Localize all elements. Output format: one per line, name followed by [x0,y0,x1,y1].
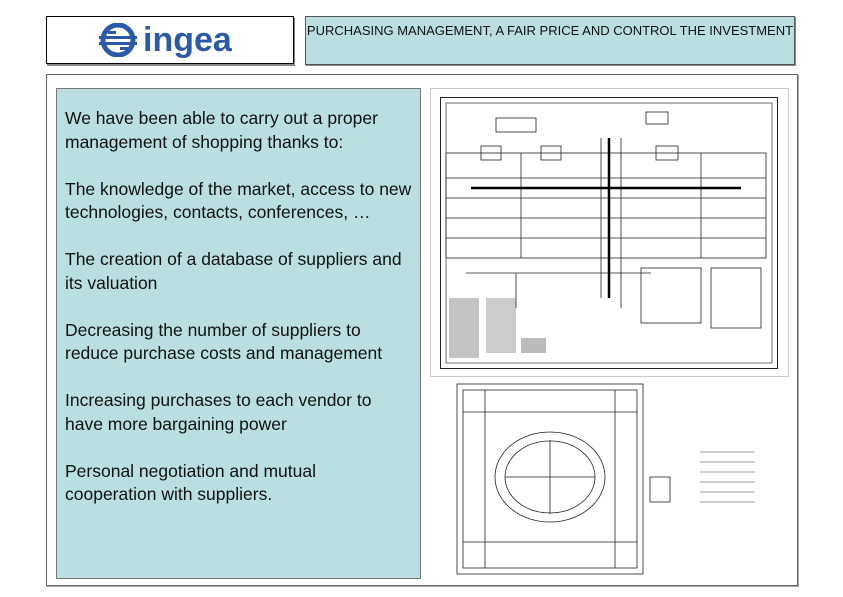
paragraph-bargaining-power: Increasing purchases to each vendor to h… [65,390,372,434]
logo-box: ingea [46,16,294,64]
content-frame [46,74,798,586]
paragraph-market-knowledge: The knowledge of the market, access to n… [65,178,412,223]
logo-text: ingea [143,21,232,59]
hvac-schematic-drawing [440,97,778,369]
paragraph-intro: We have been able to carry out a proper … [65,108,378,152]
paragraph-supplier-database: The creation of a database of suppliers … [65,249,402,293]
paragraph-fewer-suppliers: Decreasing the number of suppliers to re… [65,319,383,364]
floor-plan-drawing [455,382,765,577]
ingea-emblem-icon [99,23,137,57]
paragraph-negotiation: Personal negotiation and mutual cooperat… [65,460,317,505]
content-textbox: We have been able to carry out a proper … [56,88,421,579]
ingea-logo: ingea [99,23,232,57]
slide-title: PURCHASING MANAGEMENT, A FAIR PRICE AND … [305,16,795,65]
